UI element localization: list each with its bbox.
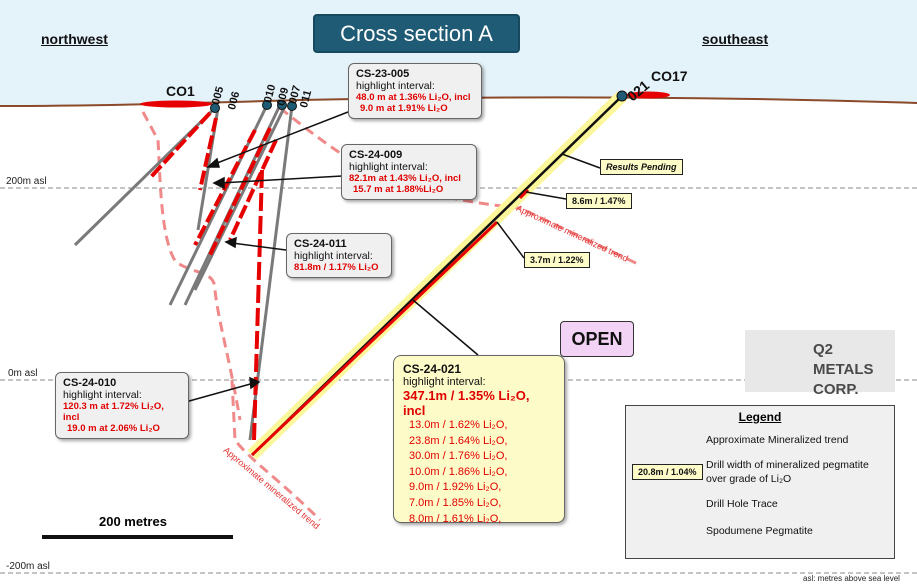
- collar-011: [287, 101, 297, 111]
- hole-009-pegmatite: [208, 127, 272, 256]
- deposit-co1-lens: [140, 100, 212, 108]
- collar-010: [262, 100, 272, 110]
- hole-021-pegmatite-upper: [518, 188, 530, 200]
- arrow-cs-24-009: [219, 175, 343, 184]
- hole-005-pegmatite: [148, 111, 212, 180]
- arrow-cs-24-021: [412, 299, 479, 356]
- callout-caption: highlight interval:: [356, 80, 435, 92]
- callout-result: 120.3 m at 1.72% Li₂O, incl: [63, 401, 164, 423]
- direction-northwest: northwest: [41, 31, 108, 47]
- callout-sub-result: 8.0m / 1.61% Li₂O,: [409, 512, 502, 525]
- callout-hole-id: CS-24-011: [294, 238, 347, 250]
- legend-item-pegmatite: Spodumene Pegmatite: [706, 525, 813, 537]
- callout-caption: highlight interval:: [403, 376, 486, 388]
- logo-line2: CORP.: [813, 381, 859, 398]
- hole-006-pegmatite: [198, 117, 218, 191]
- callout-caption: highlight interval:: [349, 161, 428, 173]
- arrow-head-005: [206, 157, 220, 168]
- intercept-tag-lower: 3.7m / 1.22%: [524, 252, 590, 268]
- trend-line-right: [279, 106, 641, 267]
- collar-021: [616, 90, 628, 102]
- leader-pending: [561, 153, 601, 169]
- elevation-label: 0m asl: [8, 368, 38, 379]
- leader-upper: [525, 191, 567, 200]
- trend-line-bottom: [230, 379, 322, 522]
- callout-hole-id: CS-24-010: [63, 377, 117, 389]
- arrow-head-011: [224, 236, 237, 249]
- logo-line1: Q2 METALS: [813, 341, 874, 378]
- deposit-label-co17: CO17: [651, 68, 688, 84]
- legend-item-trace: Drill Hole Trace: [706, 498, 778, 510]
- hole-007-trace: [193, 105, 287, 291]
- arrow-head-009: [212, 176, 225, 190]
- callout-sub-result: 23.8m / 1.64% Li₂O,: [409, 434, 508, 447]
- results-pending-tag: Results Pending: [600, 159, 683, 175]
- callout-hole-id: CS-24-009: [349, 149, 403, 161]
- hole-007-pegmatite: [228, 139, 278, 241]
- callout-hole-id: CS-23-005: [356, 68, 410, 80]
- legend-sample-width: 20.8m / 1.04%: [632, 464, 703, 480]
- direction-southeast: southeast: [702, 31, 769, 47]
- callout-cs-24-011: CS-24-011 highlight interval: 81.8m / 1.…: [286, 233, 392, 278]
- callout-caption: highlight interval:: [294, 250, 373, 262]
- callout-result: 48.0 m at 1.36% Li₂O, incl: [356, 92, 471, 103]
- callout-main-result: 347.1m / 1.35% Li₂O, incl: [403, 388, 530, 418]
- callout-result: 81.8m / 1.17% Li₂O: [294, 262, 379, 273]
- callout-result: 9.0 m at 1.91% Li₂O: [360, 103, 448, 114]
- callout-sub-result: 10.0m / 1.86% Li₂O,: [409, 465, 508, 478]
- company-logo: Q2 METALS CORP.: [745, 330, 895, 398]
- hole-021-pegmatite: [250, 220, 499, 457]
- arrow-cs-23-005: [211, 111, 349, 166]
- deposit-co17-lens: [626, 91, 670, 99]
- callout-caption: highlight interval:: [63, 389, 142, 401]
- collar-005: [210, 103, 220, 113]
- page-title: Cross section A: [313, 14, 520, 53]
- intercept-tag-upper: 8.6m / 1.47%: [566, 193, 632, 209]
- callout-cs-23-005: CS-23-005 highlight interval: 48.0 m at …: [348, 63, 482, 119]
- deposit-label-co1: CO1: [166, 83, 195, 99]
- callout-sub-result: 7.0m / 1.85% Li₂O,: [409, 496, 502, 509]
- arrow-cs-24-010: [181, 382, 255, 404]
- callout-sub-result: 9.0m / 1.92% Li₂O,: [409, 481, 502, 494]
- callout-result: 82.1m at 1.43% Li₂O, incl: [349, 173, 461, 184]
- hole-010-pegmatite: [193, 129, 257, 246]
- elevation-label: 200m asl: [6, 176, 47, 187]
- legend-item-trend: Approximate Mineralized trend: [706, 434, 849, 446]
- callout-result: 19.0 m at 2.06% Li₂O: [67, 423, 160, 434]
- collar-009: [277, 100, 287, 110]
- logo-text: Q2 METALS CORP.: [813, 340, 895, 400]
- callout-cs-24-021: CS-24-021 highlight interval: 347.1m / 1…: [393, 355, 565, 525]
- callout-sub-result: 30.0m / 1.76% Li₂O,: [409, 450, 508, 463]
- leader-lower: [496, 221, 525, 259]
- callout-cs-24-010: CS-24-010 highlight interval: 120.3 m at…: [55, 372, 189, 439]
- legend-box: Legend Approximate Mineralized trend 20.…: [625, 405, 895, 559]
- open-label: OPEN: [560, 321, 634, 357]
- callout-cs-24-009: CS-24-009 highlight interval: 82.1m at 1…: [341, 144, 477, 200]
- callout-hole-id: CS-24-021: [403, 362, 462, 376]
- scale-label: 200 metres: [99, 514, 167, 529]
- footnote: asl: metres above sea level: [803, 574, 900, 583]
- sky-area: [0, 0, 917, 106]
- legend-title: Legend: [738, 410, 782, 424]
- arrow-cs-24-011: [231, 242, 287, 251]
- callout-result: 15.7 m at 1.88%Li₂O: [353, 184, 444, 195]
- elevation-label: -200m asl: [6, 561, 50, 572]
- arrow-head-010: [249, 376, 261, 390]
- legend-item-width: Drill width of mineralized pegmatite ove…: [706, 459, 869, 485]
- callout-sub-result: 13.0m / 1.62% Li₂O,: [409, 419, 508, 431]
